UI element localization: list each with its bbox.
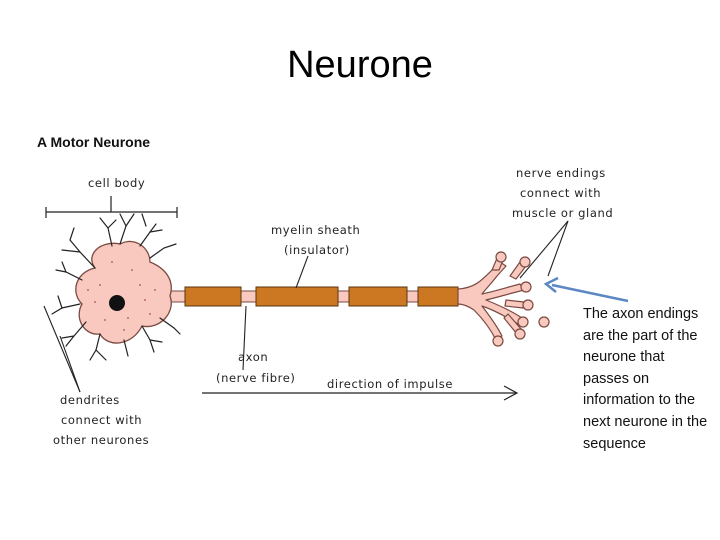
label-dendrites-connect: connect with xyxy=(61,413,143,427)
label-axon: axon xyxy=(238,350,269,364)
label-dendrites: dendrites xyxy=(60,393,120,407)
dendrites xyxy=(51,213,181,361)
figure-title: A Motor Neurone xyxy=(37,134,151,150)
myelin-sheath-segments xyxy=(184,286,459,307)
label-cell-body: cell body xyxy=(88,176,146,190)
label-nerve-endings: nerve endings xyxy=(516,166,606,180)
pointer-lines xyxy=(43,220,569,393)
direction-arrow xyxy=(202,385,519,401)
axon-terminals xyxy=(457,255,527,341)
cell-body xyxy=(75,240,172,344)
axon-terminal-knobs xyxy=(492,251,550,347)
cell-body-bracket xyxy=(45,196,178,218)
label-nerve-fibre: (nerve fibre) xyxy=(216,371,296,385)
label-nerve-endings-connect: connect with xyxy=(520,186,602,200)
axon-endings-note: The axon endings are the part of the neu… xyxy=(583,306,708,452)
label-nerve-endings-target: muscle or gland xyxy=(512,206,614,220)
label-insulator: (insulator) xyxy=(284,243,350,257)
label-direction-of-impulse: direction of impulse xyxy=(327,377,454,391)
label-myelin-sheath: myelin sheath xyxy=(271,223,361,237)
label-dendrites-target: other neurones xyxy=(53,433,150,447)
callout-arrow xyxy=(543,276,629,303)
nucleus xyxy=(109,295,125,311)
slide-title: Neurone xyxy=(287,44,433,86)
cell-body-speckles xyxy=(87,261,156,331)
